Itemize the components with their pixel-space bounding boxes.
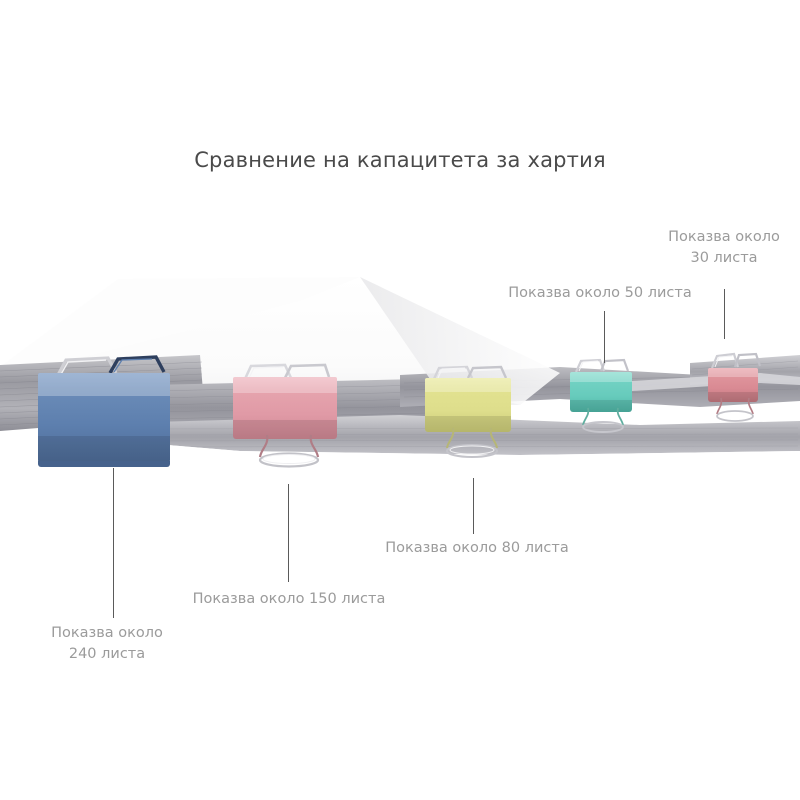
teal-clip-body (570, 372, 632, 412)
blue-clip-shadow (38, 436, 170, 463)
yellow-binder-clip (425, 365, 511, 459)
blue-binder-clip (38, 355, 170, 467)
pink-clip-highlight (233, 377, 337, 394)
rose-clip-highlight (708, 368, 758, 377)
blue-clip-lip (38, 461, 170, 467)
annotation-label-240: Показва около 240 листа (51, 625, 163, 663)
teal-clip-highlight (570, 372, 632, 383)
teal-clip-shadow (570, 400, 632, 412)
annotation-label-50: Показва около 50 листа (508, 285, 692, 301)
leader-line-150 (288, 484, 289, 582)
leader-line-240 (113, 468, 114, 618)
annotation-label-30: Показва около 30 листа (668, 229, 780, 267)
page-title: Сравнение на капацитета за хартия (194, 148, 606, 172)
rose-binder-clip (708, 352, 762, 422)
yellow-clip-highlight (425, 378, 511, 393)
rose-clip-body (708, 368, 758, 402)
yellow-clip-body (425, 378, 511, 432)
annotation-label-80: Показва около 80 листа (385, 540, 569, 556)
annotation-label-150: Показва около 150 листа (192, 591, 386, 607)
leader-line-30 (724, 289, 725, 339)
blue-clip-body (38, 373, 170, 463)
teal-binder-clip (570, 358, 632, 433)
blue-clip-highlight (38, 373, 170, 397)
yellow-clip-shadow (425, 415, 511, 432)
pink-clip-body (233, 377, 337, 439)
leader-line-80 (473, 478, 474, 534)
pink-binder-clip (233, 363, 337, 468)
leader-line-50 (604, 311, 605, 363)
rose-clip-shadow (708, 391, 758, 402)
pink-clip-shadow (233, 420, 337, 439)
